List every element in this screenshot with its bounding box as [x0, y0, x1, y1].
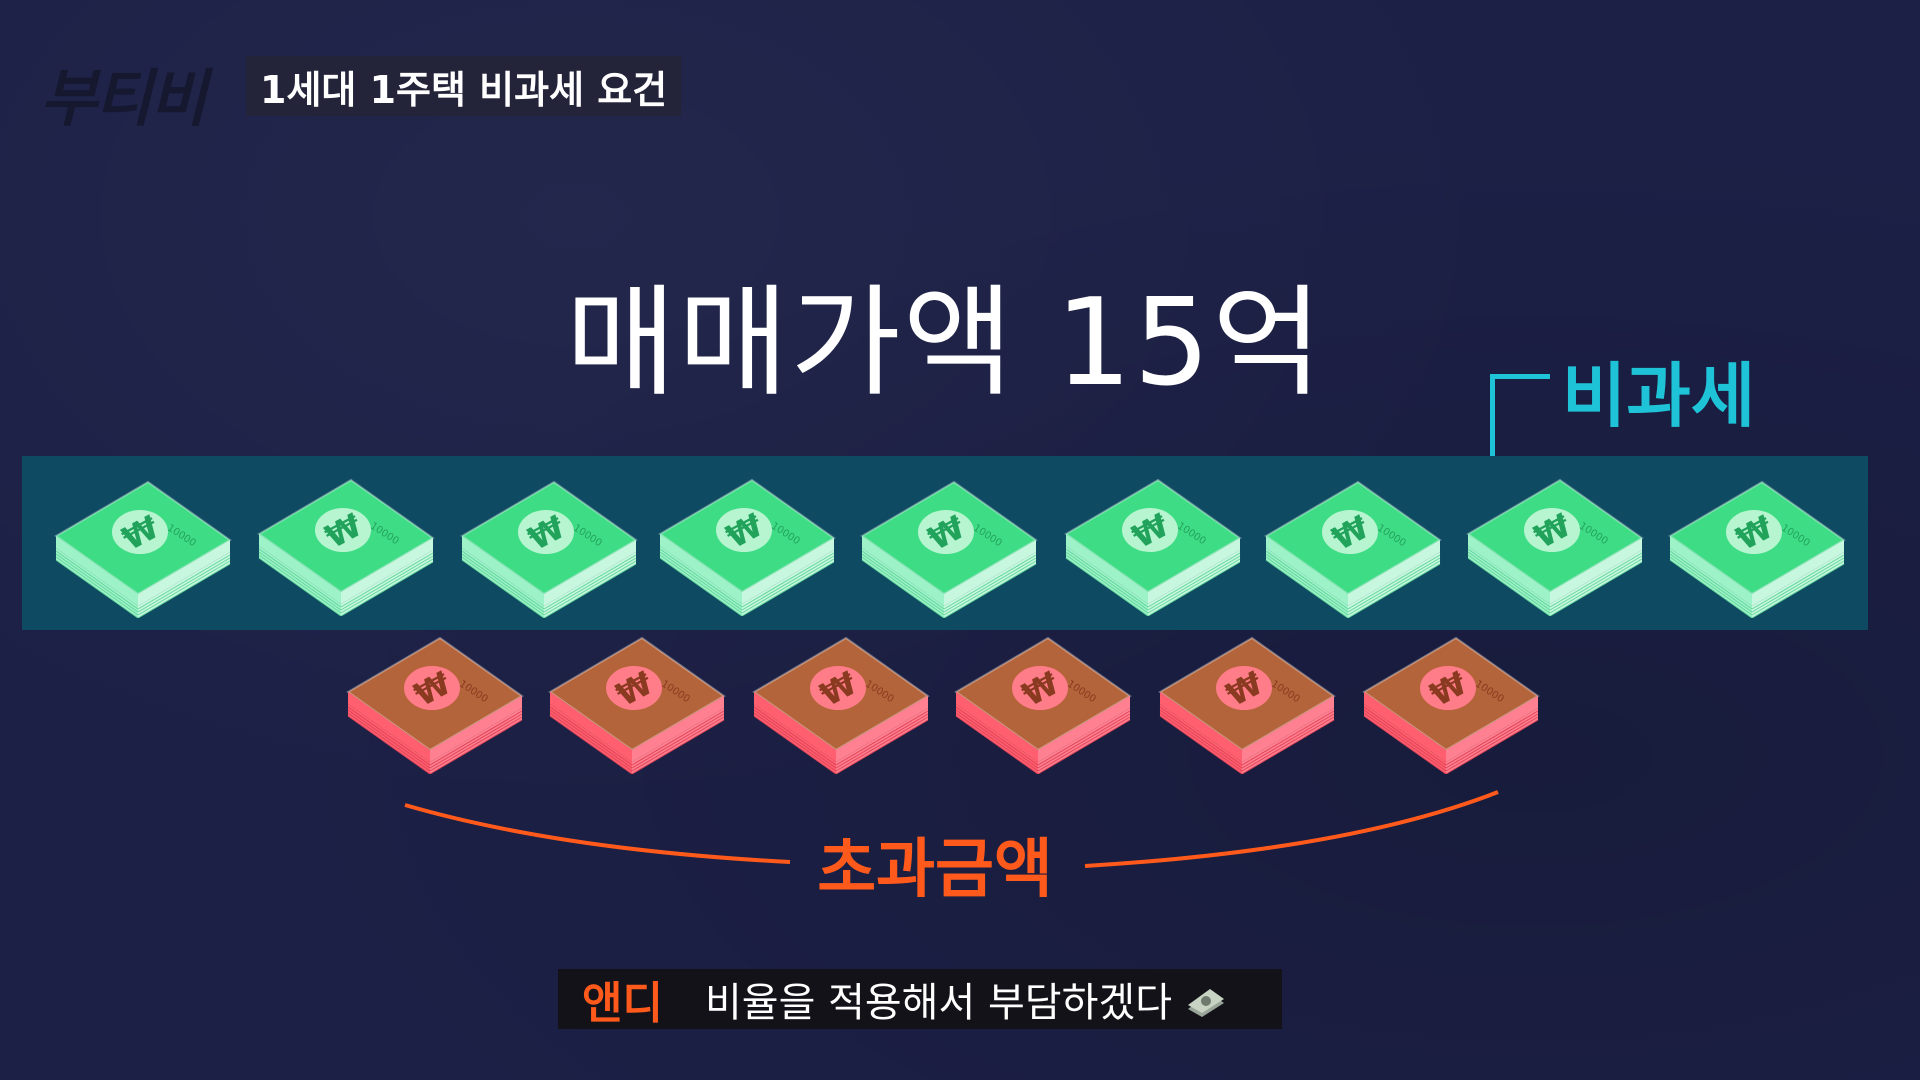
- headline-sale-price: 매매가액 15억: [565, 274, 1325, 413]
- money-bill-icon: ₩ 10000: [1156, 634, 1338, 778]
- money-bill-icon: ₩ 10000: [255, 476, 437, 620]
- taxfree-bracket-vertical: [1490, 374, 1495, 456]
- taxfree-label: 비과세: [1562, 355, 1756, 437]
- money-bill-icon: ₩ 10000: [52, 478, 234, 622]
- money-bill-icon: ₩ 10000: [952, 634, 1134, 778]
- money-emoji-icon: [1188, 989, 1224, 1017]
- topic-title: 1세대 1주택 비과세 요건: [246, 56, 682, 116]
- money-bill-icon: ₩ 10000: [344, 634, 526, 778]
- subtitle-speaker: 앤디: [582, 978, 663, 1029]
- subtitle-text: 비율을 적용해서 부담하겠다: [704, 980, 1172, 1026]
- money-bill-icon: ₩ 10000: [750, 634, 932, 778]
- money-bill-icon: ₩ 10000: [458, 478, 640, 622]
- money-bill-icon: ₩ 10000: [1062, 476, 1244, 620]
- channel-logo: 부티비: [40, 62, 207, 135]
- money-bill-icon: ₩ 10000: [1262, 478, 1444, 622]
- subtitle-bar: 앤디 비율을 적용해서 부담하겠다: [558, 969, 1282, 1029]
- money-bill-icon: ₩ 10000: [1464, 476, 1646, 620]
- money-bill-icon: ₩ 10000: [1360, 634, 1542, 778]
- money-bill-icon: ₩ 10000: [858, 478, 1040, 622]
- money-bill-icon: ₩ 10000: [546, 634, 728, 778]
- taxfree-bracket-horizontal: [1492, 374, 1550, 379]
- money-bill-icon: ₩ 10000: [656, 476, 838, 620]
- excess-amount-label: 초과금액: [817, 833, 1053, 907]
- topic-title-text: 1세대 1주택 비과세 요건: [260, 67, 668, 112]
- money-bill-icon: ₩ 10000: [1666, 478, 1848, 622]
